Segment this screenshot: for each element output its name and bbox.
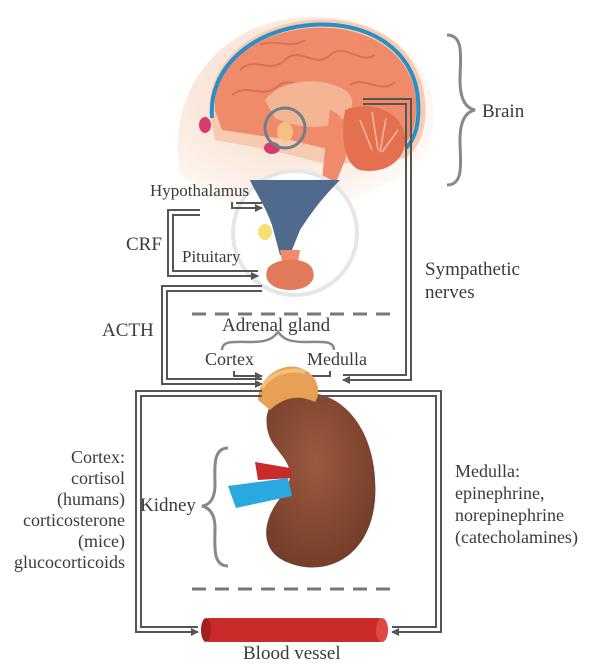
acth-label: ACTH [102,320,154,341]
sympathetic-label-1: Sympathetic [425,259,520,280]
brain-pink-front [199,117,211,133]
renal-vein [228,478,292,508]
cortex-hormone-line: (humans) [57,489,125,510]
acth-arrow [161,285,263,388]
hypothalamus-highlight-circle [263,106,307,150]
sympathetic-nerve-path [342,98,412,384]
blood-vessel-body [205,618,383,642]
medulla-hormone-line: Medulla: [455,461,520,481]
cortex-hormone-line: glucocorticoids [14,552,125,572]
pituitary-stalk [280,250,300,262]
hypothalamus-label: Hypothalamus [150,181,249,200]
pituitary-gland [266,259,314,290]
pituitary-yellow [258,224,272,240]
blood-vessel-label: Blood vessel [243,643,341,664]
brainstem [322,110,348,185]
kidney-shape [266,392,376,568]
adrenal-brace [220,329,336,351]
kidney-illustration [228,366,376,568]
blood-vessel-illustration [201,618,388,642]
adrenal-gland-label: Adrenal gland [222,315,331,336]
medulla-label: Medulla [307,349,367,369]
hypothalamus-shape [250,180,340,255]
brain-membrane-line [209,22,421,150]
cortex-hormone-line: cortisol [71,468,125,488]
pituitary-label: Pituitary [182,247,241,266]
pituitary-magnifier [231,169,359,297]
medulla-hormone-line: (catecholamines) [455,527,578,548]
cerebellum [343,106,406,171]
renal-artery [255,462,292,480]
kidney-brace [201,446,229,568]
brain-illustration [177,16,434,210]
cortex-hormones-block: Cortex: cortisol (humans) corticosterone… [14,447,125,572]
medulla-output-path [318,390,442,636]
cortex-hormone-line: Cortex: [71,447,125,467]
sympathetic-label-2: nerves [425,282,475,303]
brain-brace [446,33,476,187]
cortex-output-path [135,390,262,636]
blood-vessel-right-end [376,618,388,642]
medulla-hormone-line: epinephrine, [455,483,544,503]
crf-label: CRF [126,234,162,255]
hypothalamus-arrow [231,202,263,212]
cortex-hormone-line: corticosterone [23,510,125,530]
blood-vessel-left-end [201,618,211,642]
medulla-hormones-block: Medulla: epinephrine, norepinephrine (ca… [455,461,578,548]
cortex-hormone-line: (mice) [78,531,125,552]
cortex-label: Cortex [205,349,254,369]
medulla-hormone-line: norepinephrine [455,505,564,525]
brain-label: Brain [482,101,525,122]
kidney-label: Kidney [140,495,196,516]
crf-arrow [167,209,259,280]
